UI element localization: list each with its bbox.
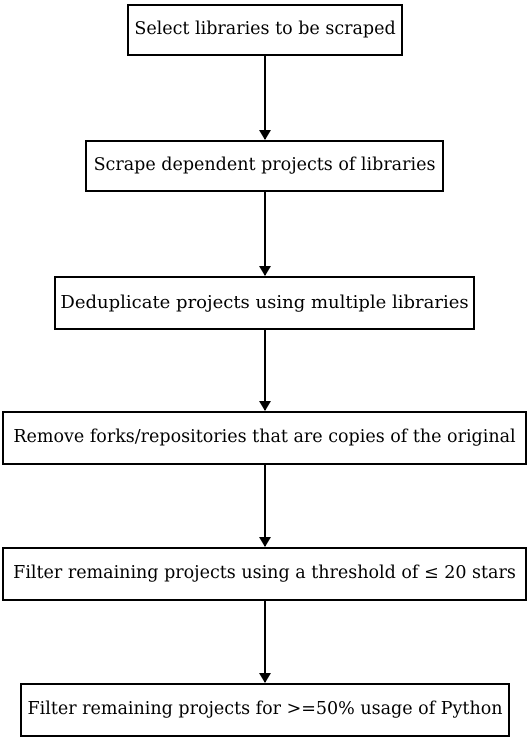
step-label: Scrape dependent projects of libraries: [93, 155, 436, 176]
step-label: Filter remaining projects using a thresh…: [13, 563, 516, 584]
step-label: Remove forks/repositories that are copie…: [13, 427, 516, 448]
step-label: Deduplicate projects using multiple libr…: [60, 292, 469, 313]
step-remove-forks: Remove forks/repositories that are copie…: [2, 411, 527, 465]
step-label: Select libraries to be scraped: [134, 19, 396, 40]
step-label: Filter remaining projects for >=50% usag…: [27, 699, 503, 720]
step-scrape-dependents: Scrape dependent projects of libraries: [85, 140, 444, 192]
step-deduplicate-projects: Deduplicate projects using multiple libr…: [54, 276, 475, 330]
step-select-libraries: Select libraries to be scraped: [127, 4, 403, 56]
step-filter-python-usage: Filter remaining projects for >=50% usag…: [20, 683, 510, 737]
step-filter-stars: Filter remaining projects using a thresh…: [2, 547, 527, 601]
